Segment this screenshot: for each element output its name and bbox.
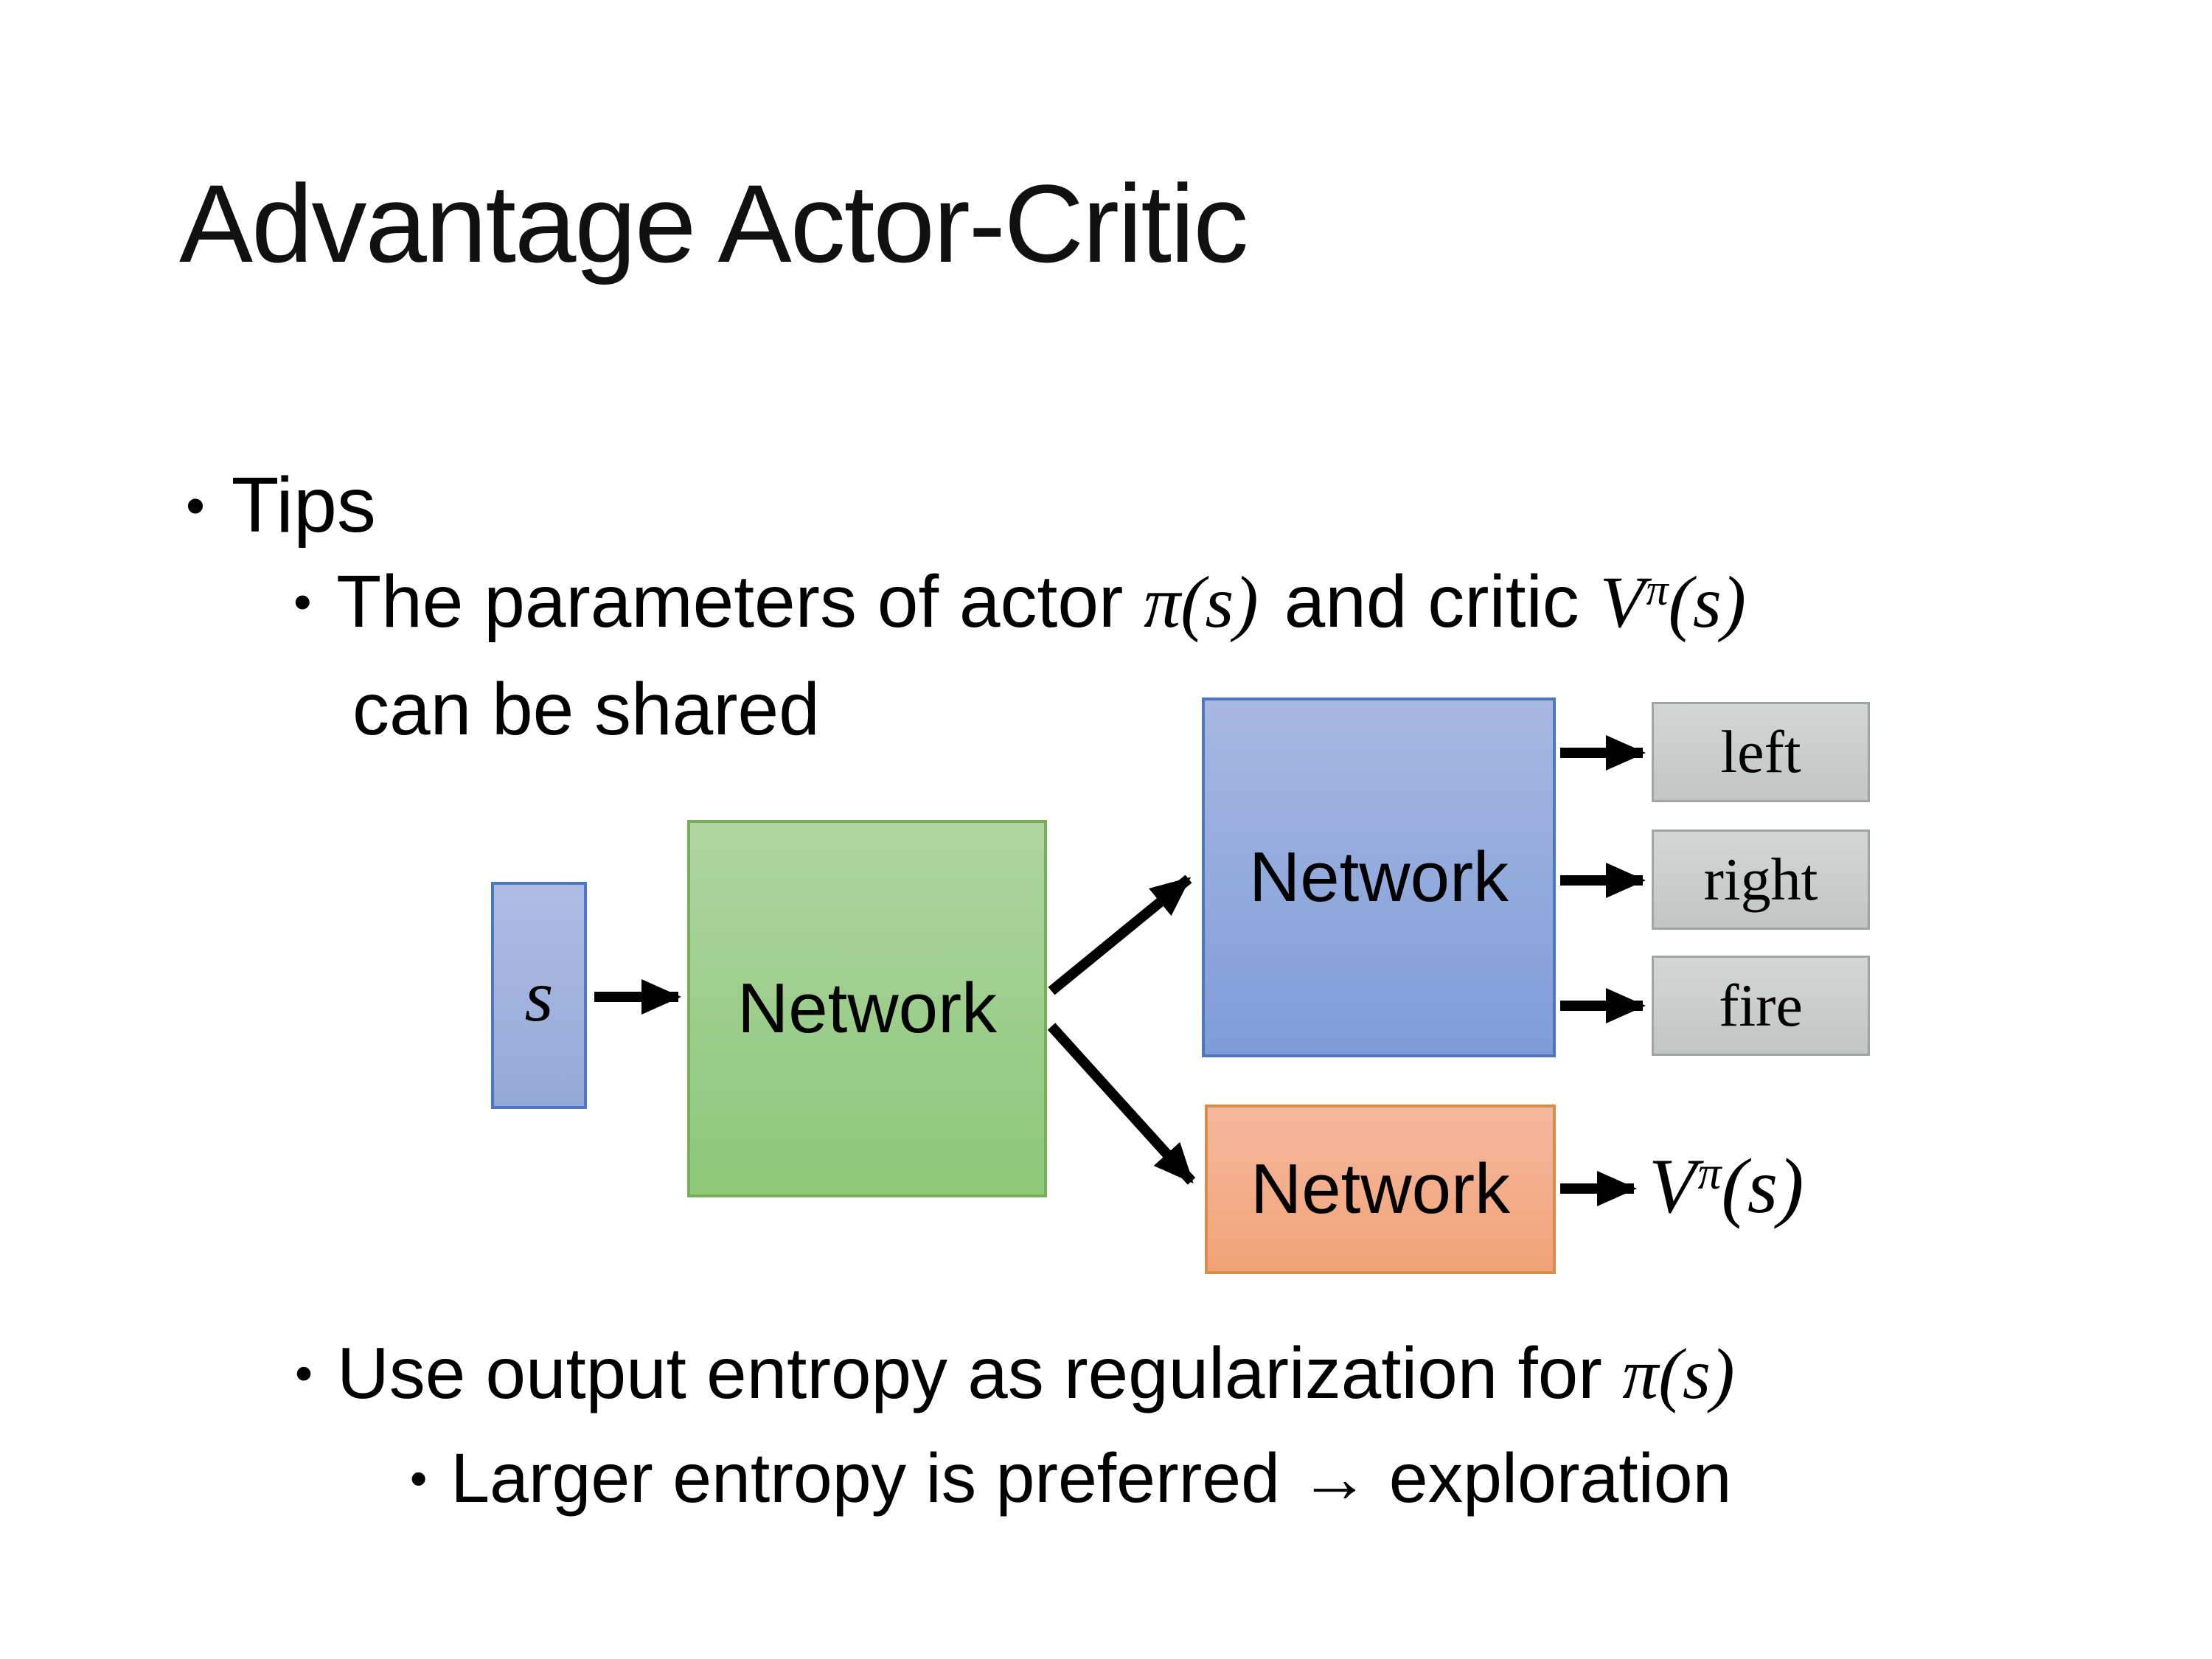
critic-network-box: Network — [1205, 1105, 1556, 1274]
exploration-label: Larger entropy is preferred → exploratio… — [451, 1439, 1732, 1517]
math-V: V — [1599, 561, 1645, 643]
param-middle-text: and critic — [1284, 560, 1600, 643]
math-V-arg: (s) — [1668, 561, 1747, 643]
arrow-shared-to-critic — [1047, 1023, 1196, 1185]
math-pi-s: π(s) — [1144, 561, 1259, 643]
shared-network-box: Network — [687, 820, 1047, 1197]
state-box: s — [491, 882, 587, 1109]
tips-label: Tips — [231, 462, 376, 549]
action-box-right: right — [1652, 830, 1870, 930]
math-V-sup-pi: π — [1697, 1147, 1722, 1200]
math-V-arg: (s) — [1721, 1143, 1804, 1229]
math-V-sup-pi: π — [1646, 566, 1669, 614]
action-box-fire: fire — [1652, 956, 1870, 1056]
actor-network-box: Network — [1202, 698, 1556, 1057]
math-pi-s: π(s) — [1622, 1335, 1735, 1414]
bullet-marker: • — [186, 474, 205, 536]
critic-network-label: Network — [1250, 1150, 1511, 1228]
page-title: Advantage Actor-Critic — [179, 161, 1248, 285]
bullet-parameters-line: •The parameters of actor π(s)and critic … — [293, 557, 1746, 647]
entropy-prefix-text: Use output entropy as regularization for — [336, 1332, 1623, 1413]
value-output-label: Vπ(s) — [1649, 1139, 1804, 1233]
math-V: V — [1649, 1143, 1697, 1229]
bullet-parameters-continuation: can be shared — [352, 668, 820, 751]
bullet-exploration: • Larger entropy is preferred → explorati… — [410, 1436, 1731, 1520]
shared-network-label: Network — [737, 969, 998, 1048]
state-label: s — [524, 954, 554, 1037]
actor-network-label: Network — [1248, 838, 1509, 917]
bullet-marker: • — [295, 1345, 313, 1402]
action-box-left: left — [1652, 702, 1870, 802]
param-prefix-text: The parameters of actor — [336, 560, 1144, 643]
arrow-shared-to-actor — [1048, 874, 1192, 995]
bullet-marker: • — [293, 573, 312, 631]
bullet-entropy: • Use output entropy as regularization fo… — [295, 1330, 1735, 1419]
bullet-marker: • — [410, 1451, 428, 1506]
bullet-tips: • Tips — [186, 459, 376, 552]
